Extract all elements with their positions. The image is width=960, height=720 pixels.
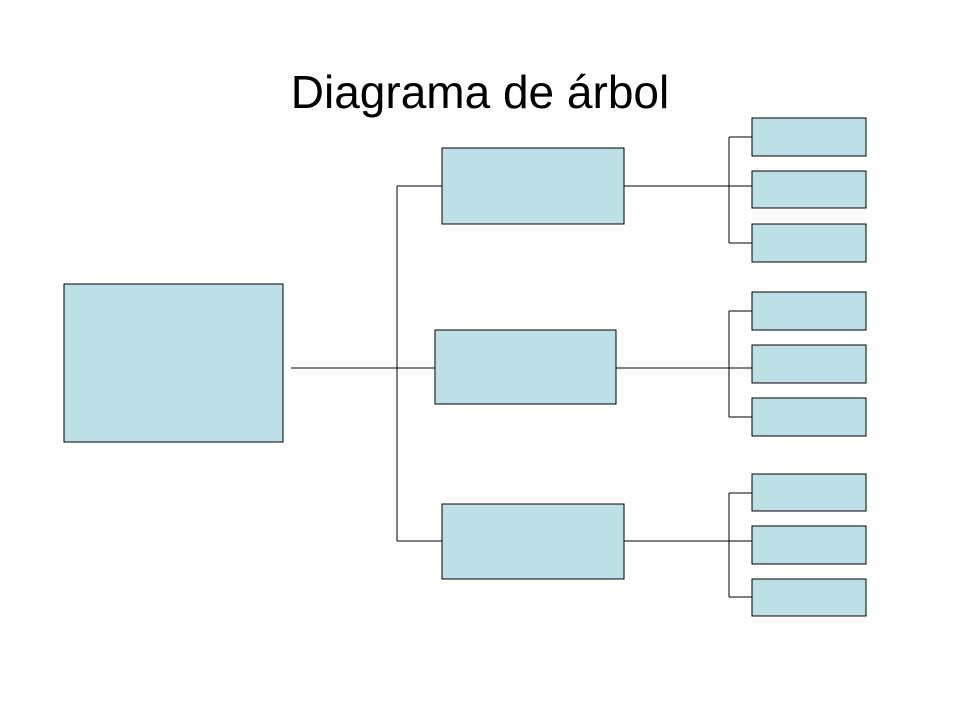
group-3-connectors xyxy=(616,492,752,598)
root-node xyxy=(63,283,284,443)
leaf-node-1-3 xyxy=(751,223,867,263)
leaf-node-3-2 xyxy=(751,525,867,565)
root-connectors xyxy=(291,185,442,542)
leaf-node-3-3 xyxy=(751,578,867,617)
level1-node-2 xyxy=(434,329,617,405)
leaf-node-1-2 xyxy=(751,170,867,209)
leaf-node-2-2 xyxy=(751,344,867,384)
slide-title: Diagrama de árbol xyxy=(290,66,670,118)
group-1-connectors xyxy=(616,136,752,244)
leaf-node-2-3 xyxy=(751,397,867,437)
group-2-connectors xyxy=(616,310,752,418)
level1-node-1 xyxy=(441,147,625,225)
leaf-node-2-1 xyxy=(751,291,867,331)
leaf-node-3-1 xyxy=(751,473,867,512)
leaf-node-1-1 xyxy=(751,117,867,157)
level1-node-3 xyxy=(441,503,625,580)
